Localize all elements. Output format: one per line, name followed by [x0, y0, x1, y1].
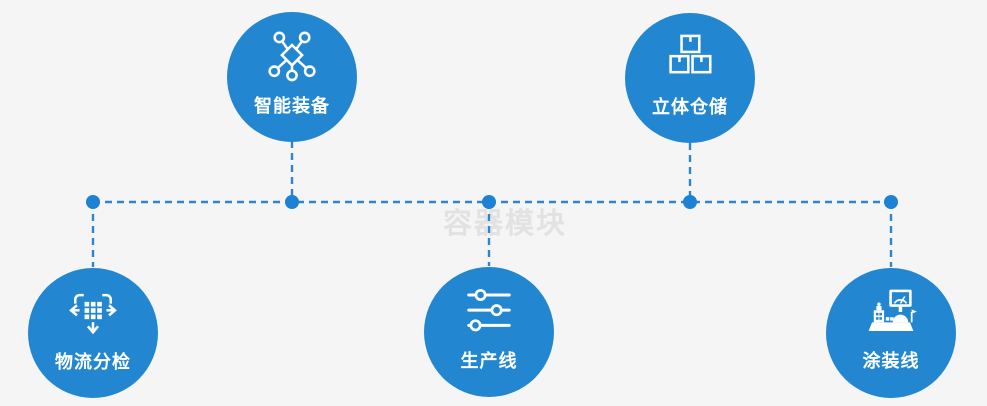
junction-dot [86, 195, 100, 209]
node-label: 物流分检 [55, 351, 131, 372]
node-production-line: 生产线 [424, 267, 554, 397]
node-circle: 涂装线 [826, 268, 956, 398]
node-logistics-sorting: 物流分检 [28, 268, 158, 398]
sorting-arrows-icon [69, 293, 117, 334]
paint-station-icon [868, 289, 917, 331]
junction-dot [285, 195, 299, 209]
watermark: 容器模块 [443, 208, 568, 240]
node-label: 智能装备 [254, 95, 330, 116]
node-circle: 立体仓储 [625, 13, 755, 143]
node-label: 立体仓储 [652, 96, 728, 117]
node-circle: 智能装备 [227, 12, 357, 142]
node-smart-equipment: 智能装备 [227, 12, 357, 142]
sliders-icon [467, 288, 511, 331]
network-nodes-icon [268, 31, 316, 81]
node-label: 涂装线 [862, 350, 920, 371]
node-painting-line: 涂装线 [826, 268, 956, 398]
node-warehouse: 立体仓储 [625, 13, 755, 143]
node-label: 生产线 [460, 350, 518, 371]
node-circle: 生产线 [424, 267, 554, 397]
junction-dot [482, 195, 496, 209]
junction-dot [884, 195, 898, 209]
stacked-boxes-icon [669, 34, 712, 73]
node-circle: 物流分检 [28, 268, 158, 398]
junction-dot [683, 195, 697, 209]
